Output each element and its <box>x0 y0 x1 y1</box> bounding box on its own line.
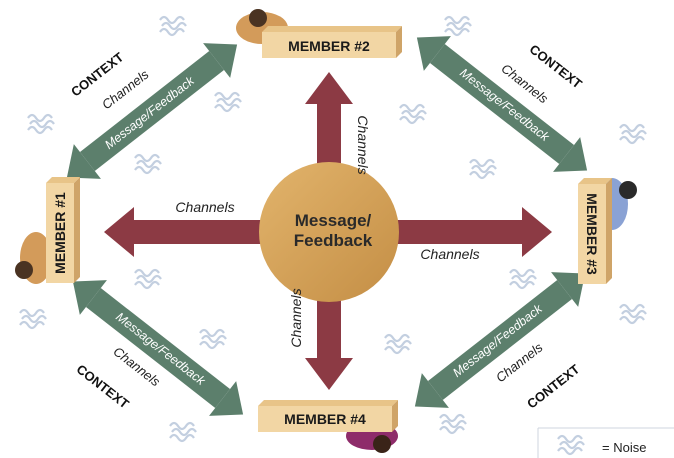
arrow-m1-m4 <box>72 280 244 416</box>
context-label-bottom-right: CONTEXT <box>524 361 582 411</box>
member-1-label: MEMBER #1 <box>52 192 68 274</box>
member-1-box <box>46 177 80 283</box>
legend-noise-label: = Noise <box>602 440 646 455</box>
mf-label-m4-m3: Message/Feedback <box>450 301 545 380</box>
arrow-m2-m3 <box>416 36 588 172</box>
center-label-line2: Feedback <box>294 231 373 250</box>
arrow-m4-m3 <box>414 272 586 408</box>
noise-legend-icon <box>556 434 586 456</box>
member-3-box <box>578 178 612 284</box>
mf-label-m1-m2: Message/Feedback <box>102 73 197 152</box>
member-1-person <box>15 232 52 284</box>
message-feedback-circle <box>259 162 399 302</box>
channels-label-down: Channels <box>288 288 304 347</box>
channels-label-left: Channels <box>175 199 234 215</box>
member-2-label: MEMBER #2 <box>288 38 370 54</box>
member-4-label: MEMBER #4 <box>284 411 366 427</box>
member-4-box <box>258 400 398 432</box>
channels-label-up: Channels <box>355 115 371 174</box>
channels-label-right: Channels <box>420 246 479 262</box>
arrow-m1-m2 <box>66 43 238 179</box>
member-2-box <box>262 26 402 58</box>
member-3-label: MEMBER #3 <box>584 193 600 275</box>
center-label-line1: Message/ <box>295 211 372 230</box>
arrow-center-right <box>388 207 552 257</box>
arrow-center-left <box>104 207 270 257</box>
legend <box>537 427 674 458</box>
context-label-bottom-left: CONTEXT <box>74 361 132 411</box>
mf-label-m2-m3: Message/Feedback <box>457 66 552 145</box>
